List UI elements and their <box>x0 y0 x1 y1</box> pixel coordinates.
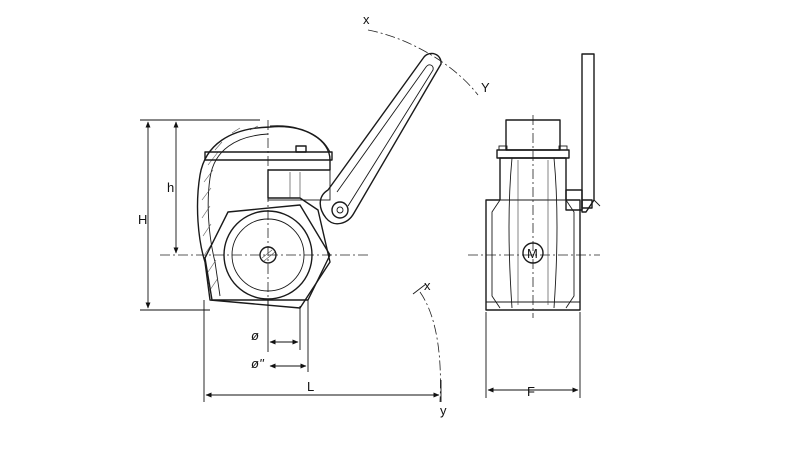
port-inner-circle <box>231 218 305 292</box>
top-flange-band <box>204 151 333 161</box>
front-view: M <box>468 53 601 318</box>
label-arc-y-top: Y <box>481 80 490 95</box>
label-arc-x-bottom: x <box>424 278 431 293</box>
valve-body-outline <box>196 125 331 309</box>
dimension-inner-diameter: ø <box>251 300 301 352</box>
logo-emblem <box>522 242 544 264</box>
stem-housing <box>267 169 331 201</box>
shell-hatching <box>201 125 259 291</box>
label-diameter-inner: ø <box>251 328 259 343</box>
port-outer-circle <box>223 210 313 300</box>
lever-pivot-circle <box>331 201 349 219</box>
label-arc-y-bottom: y <box>440 403 447 418</box>
arc-tick-bottom <box>412 283 427 295</box>
logo-text: M <box>527 246 538 261</box>
label-L: L <box>307 379 314 394</box>
valve-body-inner-shell <box>207 133 269 297</box>
lever-handle <box>319 52 442 225</box>
dimension-outer-diameter: ø'' <box>251 300 309 372</box>
port-center-hole <box>259 246 277 264</box>
dimension-h: h <box>167 119 260 254</box>
lever-pivot-pin <box>336 206 344 214</box>
front-hex-left <box>491 199 501 309</box>
dimension-F: F <box>485 312 581 399</box>
label-arc-x-top: x <box>363 12 370 27</box>
label-h: h <box>167 180 174 195</box>
dimension-H: H <box>138 119 210 311</box>
front-hex-right <box>565 199 575 309</box>
dimension-L: L <box>203 300 442 402</box>
label-H: H <box>138 212 147 227</box>
front-body <box>485 157 581 311</box>
label-diameter-outer: ø'' <box>251 356 264 371</box>
front-lever-handle <box>581 53 595 213</box>
cap-dome <box>269 125 331 153</box>
side-view <box>160 52 442 309</box>
cap-nut <box>295 145 307 153</box>
lever-swing-arc-bottom <box>419 291 441 403</box>
lever-slot <box>336 64 434 207</box>
lever-swing-arc-top <box>367 29 479 96</box>
label-F: F <box>527 384 535 399</box>
